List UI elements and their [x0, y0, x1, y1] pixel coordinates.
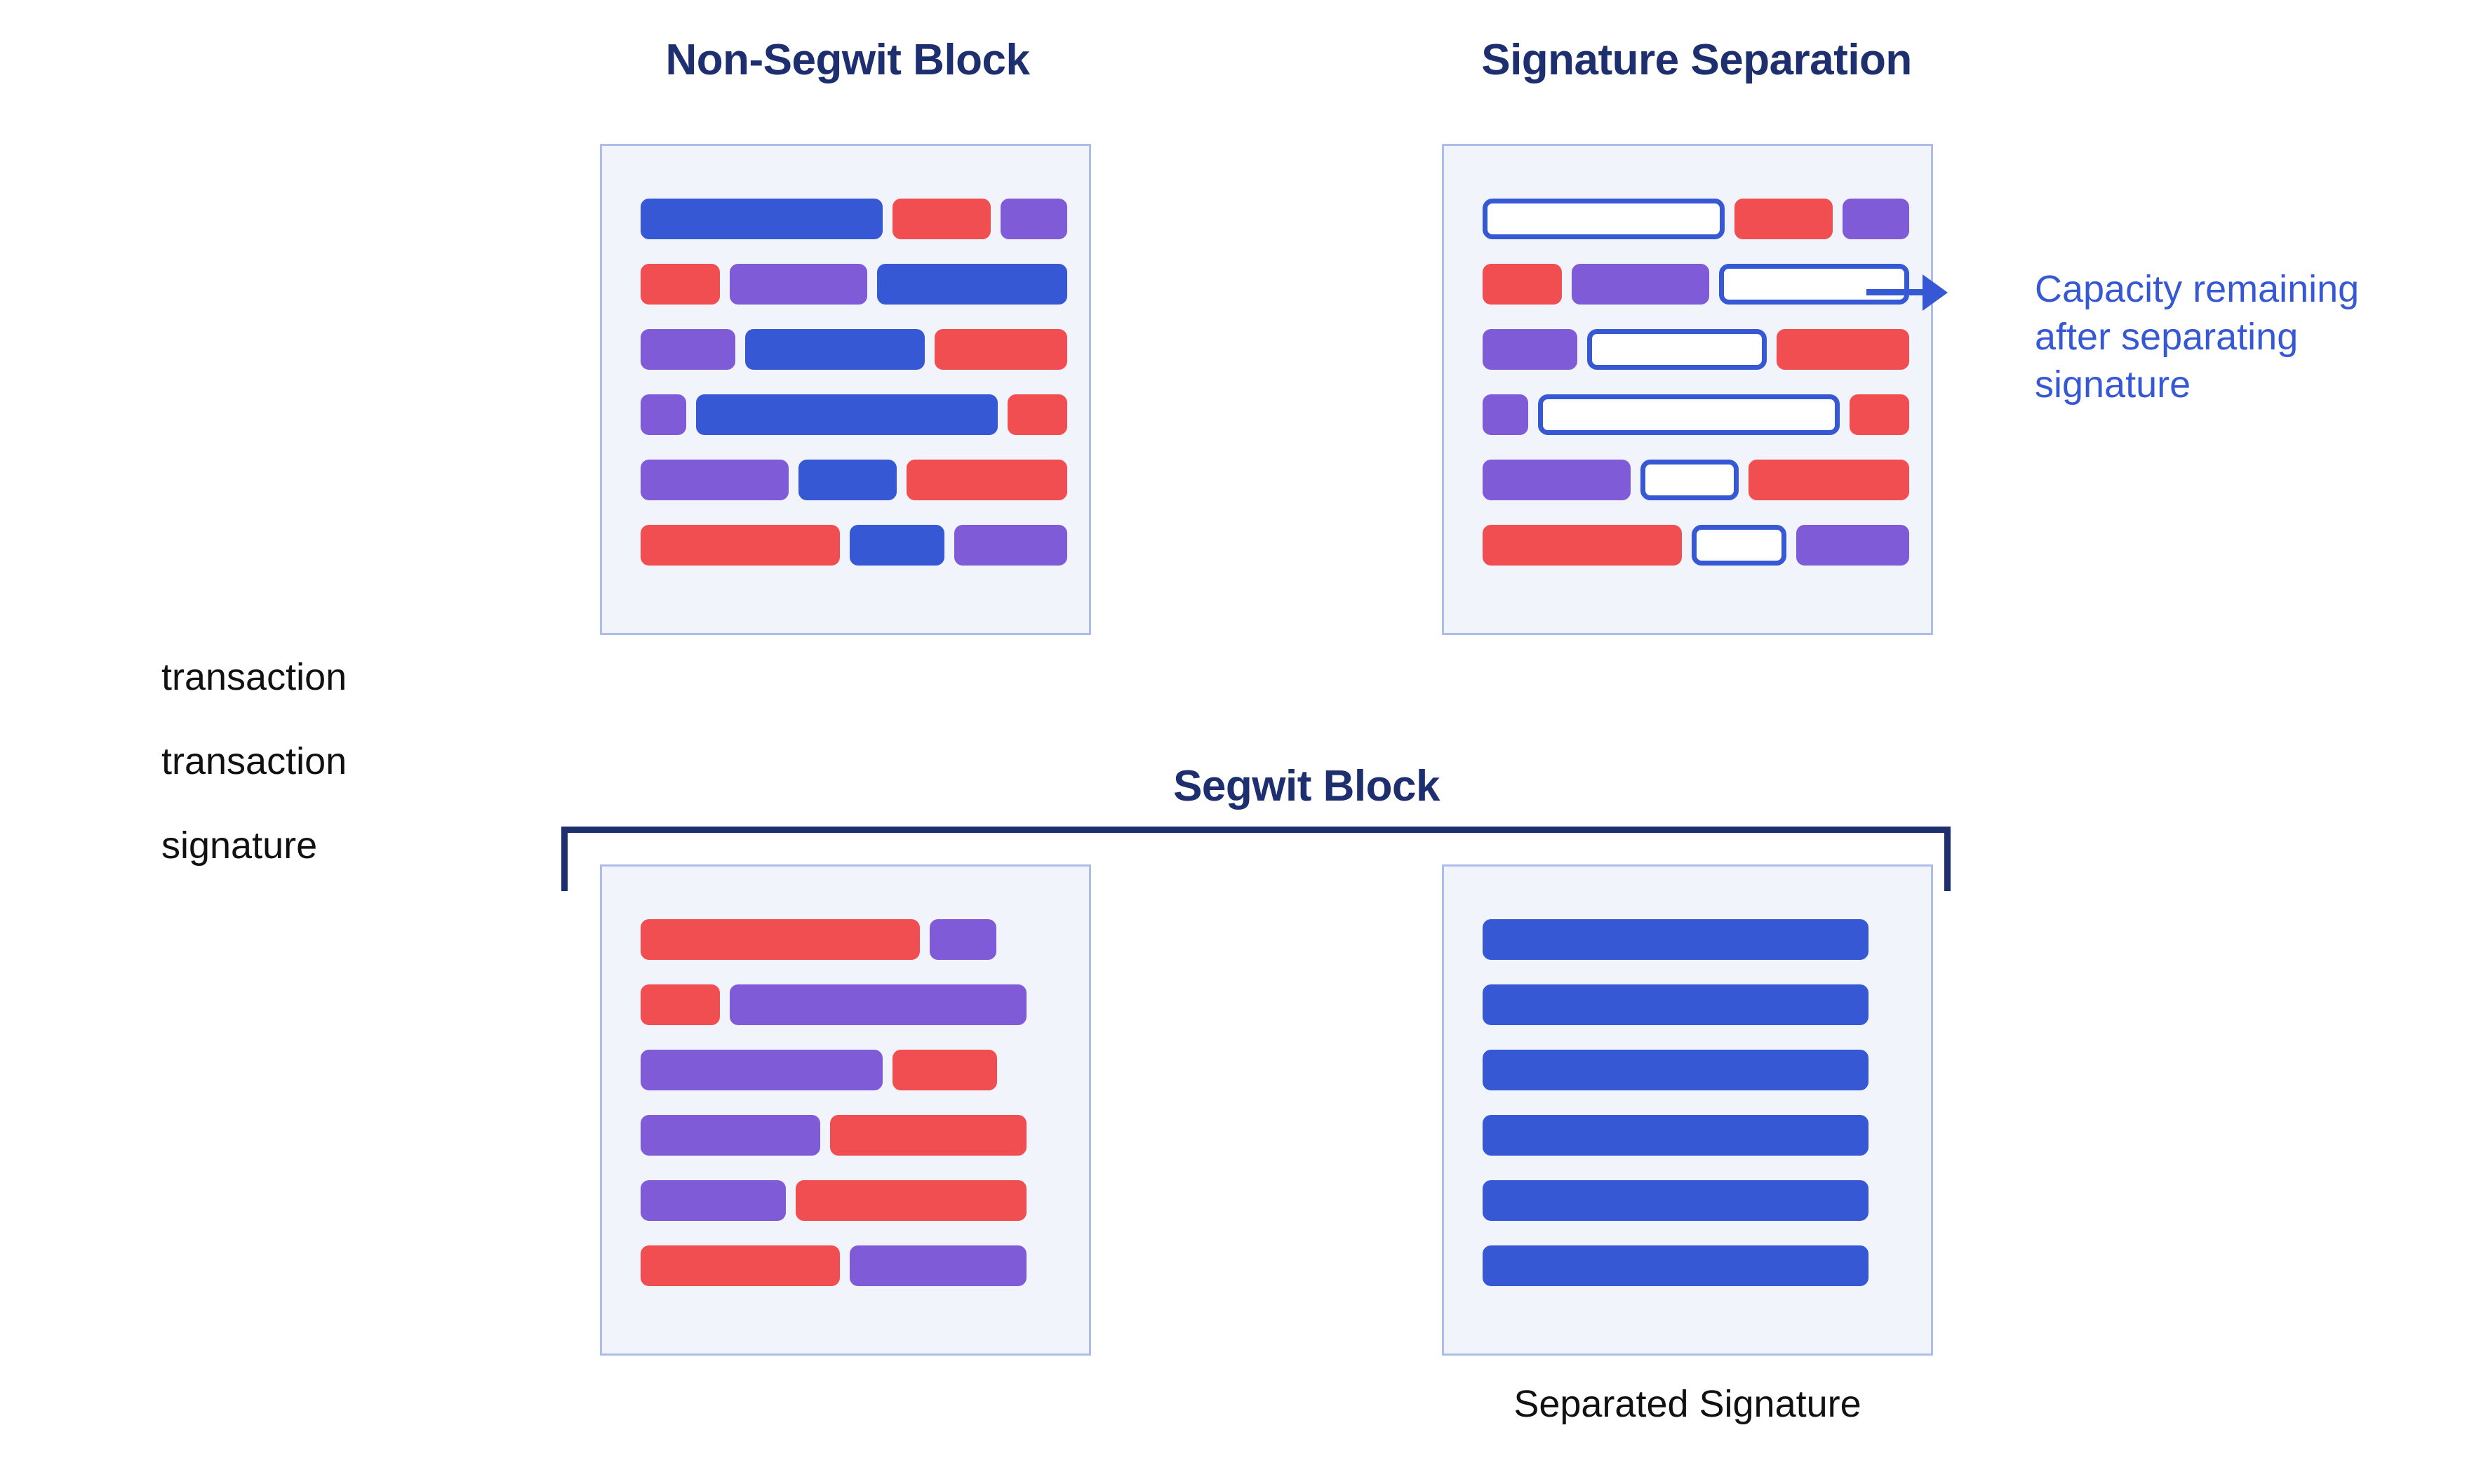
legend-swatch-transaction-red: [28, 735, 126, 787]
transaction-bar-purple: [641, 394, 686, 435]
segwit-block-title: Segwit Block: [1173, 762, 1440, 810]
empty-signature-slot: [1587, 329, 1767, 370]
callout-line-2: after separating: [2035, 316, 2299, 358]
transaction-bar-purple: [1483, 394, 1528, 435]
transaction-bar-red: [1483, 525, 1682, 566]
signature-bar: [641, 199, 883, 239]
transaction-bar-red: [892, 199, 991, 239]
transaction-bar-red: [935, 329, 1067, 370]
transaction-bar-red: [830, 1115, 1027, 1156]
signature-bar: [1483, 1050, 1868, 1090]
signature-bar: [745, 329, 925, 370]
callout-leader-line: [1866, 289, 1923, 295]
signature-bar: [877, 264, 1067, 305]
transaction-bar-red: [641, 1245, 840, 1286]
segwit-grouping-bracket: [561, 827, 1951, 891]
legend-label-transaction-purple: transaction: [161, 656, 347, 698]
transaction-bar-red: [892, 1050, 997, 1090]
transaction-bar-purple: [730, 264, 867, 305]
transaction-bar-purple: [641, 329, 735, 370]
transaction-bar-red: [907, 460, 1067, 500]
signature-bar: [1483, 1180, 1868, 1221]
transaction-bar-red: [1777, 329, 1909, 370]
empty-signature-slot: [1640, 460, 1739, 500]
transaction-bar-purple: [1572, 264, 1709, 305]
transaction-bar-red: [1483, 264, 1562, 305]
legend: transaction transaction signature: [28, 646, 463, 898]
transaction-bar-red: [641, 919, 920, 960]
legend-item: signature: [28, 814, 463, 898]
signature-bar: [696, 394, 998, 435]
transaction-bar-red: [1850, 394, 1909, 435]
legend-item: transaction: [28, 646, 463, 730]
signature-bar: [1483, 1245, 1868, 1286]
callout-text: Capacity remaining after separating signat…: [2035, 265, 2359, 408]
transaction-bar-red: [641, 264, 720, 305]
transaction-bar-purple: [1001, 199, 1067, 239]
transaction-bar-red: [641, 525, 840, 566]
transaction-bar-purple: [641, 1180, 786, 1221]
signature-bar: [1483, 984, 1868, 1025]
transaction-bar-red: [1749, 460, 1909, 500]
transaction-bar-red: [1008, 394, 1067, 435]
transaction-bar-purple: [641, 460, 789, 500]
legend-item: transaction: [28, 730, 463, 814]
legend-swatch-signature-blue: [28, 820, 126, 871]
signature-separation-title: Signature Separation: [1481, 36, 1912, 84]
legend-swatch-transaction-purple: [28, 651, 126, 703]
transaction-bar-purple: [641, 1115, 820, 1156]
transaction-bar-purple: [1843, 199, 1909, 239]
transaction-bar-purple: [1483, 329, 1577, 370]
empty-signature-slot: [1692, 525, 1786, 566]
transaction-bar-red: [641, 984, 720, 1025]
transaction-bar-purple: [1483, 460, 1631, 500]
empty-signature-slot: [1483, 199, 1725, 239]
signature-bar: [850, 525, 944, 566]
transaction-bar-purple: [850, 1245, 1027, 1286]
transaction-bar-purple: [1796, 525, 1909, 566]
transaction-bar-red: [796, 1180, 1027, 1221]
empty-signature-slot: [1719, 264, 1909, 305]
signature-bar: [1483, 919, 1868, 960]
separated-signature-caption: Separated Signature: [1513, 1383, 1861, 1425]
callout-arrow-icon: [1923, 274, 1948, 311]
legend-label-signature-blue: signature: [161, 824, 318, 867]
empty-signature-slot: [1538, 394, 1840, 435]
non-segwit-title: Non-Segwit Block: [665, 36, 1030, 84]
callout-line-3: signature: [2035, 363, 2191, 406]
callout-line-1: Capacity remaining: [2035, 268, 2360, 310]
transaction-bar-red: [1734, 199, 1833, 239]
transaction-bar-purple: [641, 1050, 883, 1090]
transaction-bar-purple: [954, 525, 1067, 566]
transaction-bar-purple: [930, 919, 996, 960]
signature-bar: [798, 460, 897, 500]
legend-label-transaction-red: transaction: [161, 740, 347, 782]
transaction-bar-purple: [730, 984, 1027, 1025]
signature-bar: [1483, 1115, 1868, 1156]
